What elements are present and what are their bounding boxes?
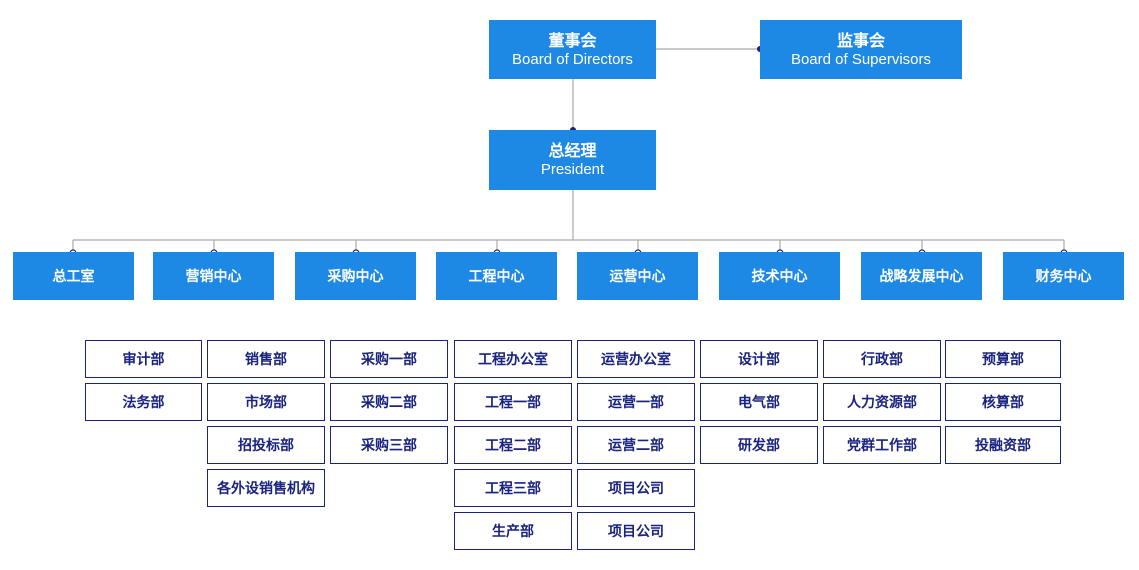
sub-department-box: 生产部 [454, 512, 572, 550]
sub-department-box: 人力资源部 [823, 383, 941, 421]
department-label: 技术中心 [751, 269, 808, 285]
sub-department-box: 项目公司 [577, 469, 695, 507]
sub-department-box: 工程三部 [454, 469, 572, 507]
sub-department-box: 法务部 [85, 383, 202, 421]
department-label: 营销中心 [185, 269, 242, 285]
board-of-supervisors-box: 监事会 Board of Supervisors [760, 20, 962, 79]
sub-department-box: 采购三部 [330, 426, 448, 464]
sub-department-box: 工程二部 [454, 426, 572, 464]
sub-department-box: 预算部 [945, 340, 1061, 378]
sub-department-box: 招投标部 [207, 426, 325, 464]
department-label: 战略发展中心 [879, 269, 964, 285]
board-of-directors-en: Board of Directors [512, 50, 633, 68]
department-label: 工程中心 [468, 269, 525, 285]
sub-department-box: 项目公司 [577, 512, 695, 550]
sub-department-box: 运营二部 [577, 426, 695, 464]
sub-department-box: 设计部 [700, 340, 818, 378]
sub-department-box: 研发部 [700, 426, 818, 464]
board-of-supervisors-en: Board of Supervisors [790, 50, 932, 68]
board-of-directors-cn: 董事会 [548, 30, 597, 50]
department-label: 总工室 [52, 269, 95, 285]
board-of-supervisors-cn: 监事会 [836, 30, 885, 50]
president-box: 总经理 President [489, 130, 656, 190]
sub-department-box: 各外设销售机构 [207, 469, 325, 507]
sub-department-box: 电气部 [700, 383, 818, 421]
sub-department-box: 行政部 [823, 340, 941, 378]
sub-department-box: 投融资部 [945, 426, 1061, 464]
president-cn: 总经理 [548, 141, 597, 160]
department-box: 采购中心 [295, 252, 416, 300]
sub-department-box: 党群工作部 [823, 426, 941, 464]
president-en: President [540, 161, 605, 178]
sub-department-box: 采购二部 [330, 383, 448, 421]
sub-department-box: 运营办公室 [577, 340, 695, 378]
sub-department-box: 运营一部 [577, 383, 695, 421]
board-of-directors-box: 董事会 Board of Directors [489, 20, 656, 79]
department-label: 采购中心 [327, 269, 384, 285]
department-box: 运营中心 [577, 252, 698, 300]
sub-department-box: 工程一部 [454, 383, 572, 421]
department-box: 工程中心 [436, 252, 557, 300]
department-label: 财务中心 [1035, 269, 1092, 285]
sub-department-box: 工程办公室 [454, 340, 572, 378]
department-box: 技术中心 [719, 252, 840, 300]
department-box: 营销中心 [153, 252, 274, 300]
sub-department-box: 审计部 [85, 340, 202, 378]
sub-department-box: 核算部 [945, 383, 1061, 421]
department-box: 战略发展中心 [861, 252, 982, 300]
sub-department-box: 市场部 [207, 383, 325, 421]
sub-department-box: 采购一部 [330, 340, 448, 378]
department-box: 财务中心 [1003, 252, 1124, 300]
sub-department-box: 销售部 [207, 340, 325, 378]
department-box: 总工室 [13, 252, 134, 300]
department-label: 运营中心 [609, 269, 666, 285]
